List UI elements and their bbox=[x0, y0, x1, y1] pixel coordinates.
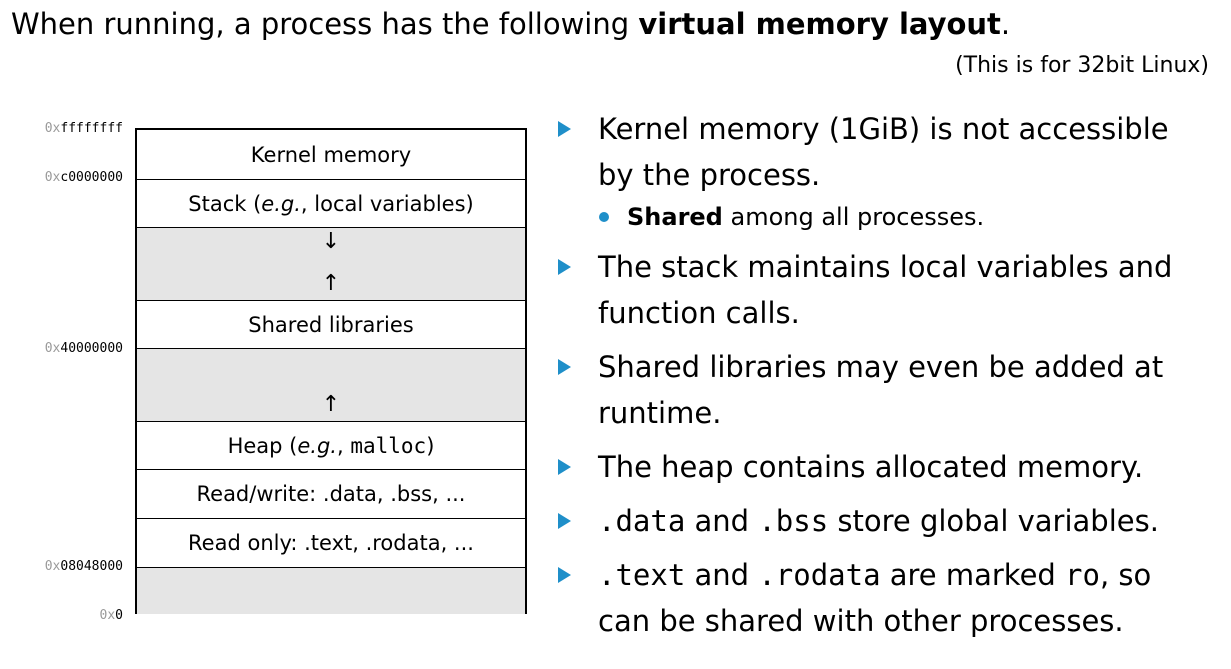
bullet-text: Kernel memory (1GiB) is not accessible bbox=[598, 112, 1169, 146]
heap-label-text: ) bbox=[426, 433, 435, 458]
address-value: 0 bbox=[115, 608, 123, 623]
bullet-item: Kernel memory (1GiB) is not accessible b… bbox=[555, 106, 1225, 198]
address-label: 0xc0000000 bbox=[3, 170, 123, 186]
bullet-text: .text and .rodata are marked ro, so bbox=[598, 552, 1225, 598]
address-label: 0xffffffff bbox=[3, 121, 123, 137]
address-label: 0x0 bbox=[3, 608, 123, 624]
heap-label-em: e.g. bbox=[297, 433, 337, 458]
address-value: 08048000 bbox=[60, 559, 123, 574]
code-text: .data bbox=[598, 504, 686, 538]
unmapped-low-memory bbox=[137, 568, 525, 614]
sub-bullet-text: among all processes. bbox=[722, 203, 985, 231]
stack-segment: Stack (e.g., local variables) bbox=[137, 180, 525, 228]
stack-label-em: e.g. bbox=[261, 191, 301, 216]
address-label: 0x40000000 bbox=[3, 341, 123, 357]
bullet-text: The stack maintains local variables and bbox=[598, 250, 1173, 284]
heap-label-text: Heap ( bbox=[227, 433, 298, 458]
slide-title: When running, a process has the followin… bbox=[11, 6, 1010, 42]
bullet-text: Shared libraries may even be added at bbox=[598, 350, 1164, 384]
code-text: .bss bbox=[758, 504, 829, 538]
shared-libraries-label: Shared libraries bbox=[248, 312, 414, 337]
stack-label-text: Stack ( bbox=[188, 191, 262, 216]
stack-label-text: , local variables) bbox=[300, 191, 474, 216]
triangle-bullet-icon bbox=[558, 567, 571, 583]
bullet-item: .data and .bss store global variables. bbox=[555, 498, 1225, 544]
triangle-bullet-icon bbox=[558, 359, 571, 375]
code-text: .rodata bbox=[758, 558, 881, 592]
bullet-item: The stack maintains local variables and … bbox=[555, 244, 1225, 336]
heap-label-code: malloc bbox=[350, 433, 427, 458]
memory-layout-diagram: Kernel memory Stack (e.g., local variabl… bbox=[135, 128, 527, 614]
heap-growth-gap: ↑ bbox=[137, 349, 525, 422]
sub-bullet-item: Shared among all processes. bbox=[555, 198, 1225, 236]
kernel-memory-segment: Kernel memory bbox=[137, 130, 525, 180]
title-bold: virtual memory layout bbox=[638, 7, 1001, 41]
bullet-item: Shared libraries may even be added at ru… bbox=[555, 344, 1225, 436]
address-prefix: 0x bbox=[99, 608, 116, 623]
bullet-text: function calls. bbox=[598, 296, 800, 330]
arrow-down-icon: ↓ bbox=[321, 229, 341, 254]
address-prefix: 0x bbox=[44, 559, 61, 574]
shared-libraries-segment: Shared libraries bbox=[137, 301, 525, 349]
bullet-item: .text and .rodata are marked ro, so can … bbox=[555, 552, 1225, 644]
heap-segment: Heap (e.g., malloc) bbox=[137, 422, 525, 470]
bullet-text: .data and .bss store global variables. bbox=[598, 498, 1225, 544]
dot-bullet-icon bbox=[599, 212, 609, 222]
arrow-up-icon: ↑ bbox=[321, 392, 341, 417]
address-label: 0x08048000 bbox=[3, 559, 123, 575]
arrow-up-icon: ↑ bbox=[321, 271, 341, 296]
address-value: ffffffff bbox=[60, 121, 123, 136]
address-prefix: 0x bbox=[44, 170, 61, 185]
read-write-label: Read/write: .data, .bss, ... bbox=[196, 482, 466, 506]
bullet-text-part: and bbox=[685, 504, 759, 538]
bullet-list: Kernel memory (1GiB) is not accessible b… bbox=[555, 106, 1225, 644]
title-end: . bbox=[1000, 7, 1011, 41]
heap-label: Heap (e.g., malloc) bbox=[228, 434, 435, 458]
platform-note: (This is for 32bit Linux) bbox=[955, 53, 1209, 78]
sub-bullet-bold: Shared bbox=[627, 203, 723, 231]
triangle-bullet-icon bbox=[558, 259, 571, 275]
title-text: When running, a process has the followin… bbox=[11, 7, 639, 41]
bullet-text-part: store global variables. bbox=[828, 504, 1159, 538]
address-value: 40000000 bbox=[60, 341, 123, 356]
triangle-bullet-icon bbox=[558, 459, 571, 475]
bullet-text-part: are marked bbox=[880, 558, 1066, 592]
read-only-segment: Read only: .text, .rodata, ... bbox=[137, 519, 525, 568]
code-text: ro bbox=[1065, 558, 1100, 592]
stack-growth-gap: ↓ ↑ bbox=[137, 228, 525, 301]
bullet-text-part: and bbox=[685, 558, 759, 592]
bullet-text: The heap contains allocated memory. bbox=[598, 450, 1144, 484]
read-write-segment: Read/write: .data, .bss, ... bbox=[137, 470, 525, 519]
triangle-bullet-icon bbox=[558, 121, 571, 137]
address-prefix: 0x bbox=[44, 121, 61, 136]
kernel-memory-label: Kernel memory bbox=[250, 142, 412, 167]
read-only-label: Read only: .text, .rodata, ... bbox=[188, 531, 474, 555]
bullet-text: runtime. bbox=[598, 396, 722, 430]
triangle-bullet-icon bbox=[558, 513, 571, 529]
bullet-text-part: , so bbox=[1099, 558, 1152, 592]
address-prefix: 0x bbox=[44, 341, 61, 356]
bullet-text: can be shared with other processes. bbox=[598, 604, 1124, 638]
bullet-item: The heap contains allocated memory. bbox=[555, 444, 1225, 490]
heap-label-text: , bbox=[336, 433, 351, 458]
code-text: .text bbox=[598, 558, 686, 592]
stack-label: Stack (e.g., local variables) bbox=[188, 192, 473, 216]
address-value: c0000000 bbox=[60, 170, 123, 185]
bullet-text: by the process. bbox=[598, 158, 821, 192]
